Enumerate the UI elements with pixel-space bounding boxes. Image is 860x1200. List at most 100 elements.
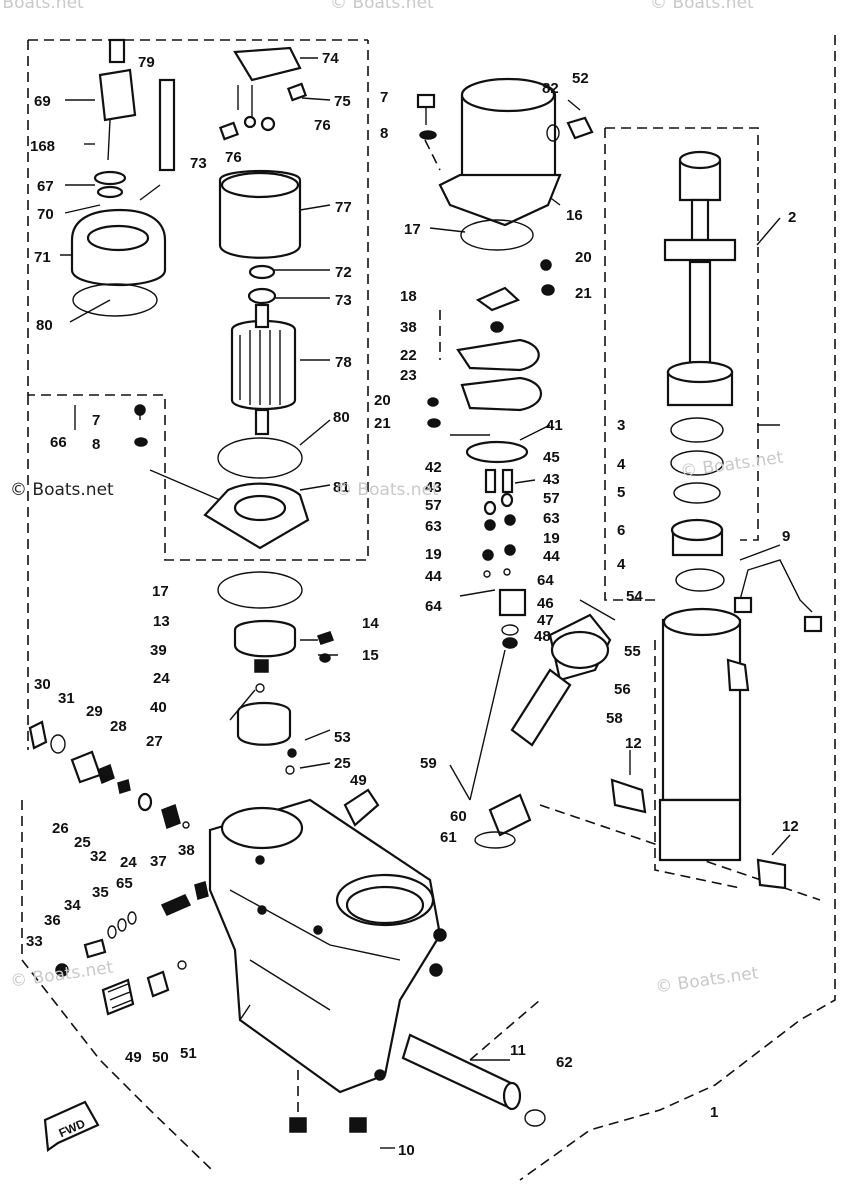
callout: 80 [36, 317, 53, 334]
callout: 23 [400, 367, 417, 384]
callout: 168 [30, 138, 55, 155]
callout: 40 [150, 699, 167, 716]
callout: 45 [543, 449, 560, 466]
callout: 4 [617, 456, 626, 473]
callout: 58 [606, 710, 623, 727]
callout: 56 [614, 681, 631, 698]
callout: 4 [617, 556, 626, 573]
callout: 47 [537, 612, 554, 629]
callout: 14 [362, 615, 379, 632]
callout: 16 [566, 207, 583, 224]
callout: 30 [34, 676, 51, 693]
callout: 61 [440, 829, 457, 846]
callout: 39 [150, 642, 167, 659]
callout: 65 [116, 875, 133, 892]
callout: 18 [400, 288, 417, 305]
callout: 2 [788, 209, 796, 226]
callout: 60 [450, 808, 467, 825]
callout: 19 [543, 530, 560, 547]
watermark: © Boats.net [654, 963, 760, 997]
callout: 72 [335, 264, 352, 281]
callout: 74 [322, 50, 339, 67]
callout: 43 [543, 471, 560, 488]
callout: 13 [153, 613, 170, 630]
callout: 37 [150, 853, 167, 870]
callout: 63 [543, 510, 560, 527]
callout: 20 [575, 249, 592, 266]
callout: 5 [617, 484, 625, 501]
callout: 12 [625, 735, 642, 752]
callout: 82 [542, 80, 559, 97]
callout: 11 [510, 1042, 526, 1059]
callout: 48 [534, 628, 551, 645]
fwd-arrow: FWD [43, 1100, 100, 1152]
callout: 57 [543, 490, 560, 507]
callout: 57 [425, 497, 442, 514]
callout: 76 [225, 149, 242, 166]
callout: 36 [44, 912, 61, 929]
callout: 63 [425, 518, 442, 535]
motor-assembly [70, 38, 310, 550]
callout: 44 [543, 548, 560, 565]
callout: 8 [380, 125, 388, 142]
callout: 12 [782, 818, 799, 835]
callout: 59 [420, 755, 437, 772]
callout: 24 [120, 854, 137, 871]
callout-labels: 79 74 69 75 168 76 73 76 67 70 77 71 72 … [26, 50, 799, 1159]
valve-hardware [28, 720, 209, 1016]
callout: 79 [138, 54, 155, 71]
callout: 17 [404, 221, 421, 238]
callout: 15 [362, 647, 379, 664]
callout: 46 [537, 595, 554, 612]
callout: 52 [572, 70, 589, 87]
callout: 44 [425, 568, 442, 585]
callout: 62 [556, 1054, 573, 1071]
callout: 8 [92, 436, 100, 453]
callout: 69 [34, 93, 51, 110]
callout: 38 [178, 842, 195, 859]
callout: 31 [58, 690, 75, 707]
callout: 71 [34, 249, 51, 266]
callout: 41 [546, 417, 563, 434]
callout: 67 [37, 178, 54, 195]
callout: 10 [398, 1142, 415, 1159]
callout: 35 [92, 884, 109, 901]
callout: 7 [380, 89, 388, 106]
callout: 29 [86, 703, 103, 720]
callout: 7 [92, 412, 100, 429]
callout: 1 [710, 1104, 718, 1121]
callout: 51 [180, 1045, 197, 1062]
callout: 17 [152, 583, 169, 600]
callout: 66 [50, 434, 67, 451]
watermark: © Boats.net [10, 480, 114, 500]
callout: 81 [333, 479, 350, 496]
pump-parts [416, 77, 616, 849]
callout: 22 [400, 347, 417, 364]
callout: 64 [425, 598, 442, 615]
watermark: © Boats.net [330, 0, 434, 13]
callout: 49 [125, 1049, 142, 1066]
callout: 38 [400, 319, 417, 336]
callout: 25 [74, 834, 91, 851]
callout: 21 [374, 415, 391, 432]
callout: 34 [64, 897, 81, 914]
watermark: © Boats.net [650, 0, 754, 13]
callout: 53 [334, 729, 351, 746]
watermark: © Boats.net [679, 448, 785, 482]
callout: 6 [617, 522, 625, 539]
middle-column-parts [217, 571, 380, 827]
callout: 75 [334, 93, 351, 110]
callout: 73 [190, 155, 207, 172]
callout: 27 [146, 733, 163, 750]
callout: 42 [425, 459, 442, 476]
callout: 43 [425, 479, 442, 496]
callout: 3 [617, 417, 625, 434]
callout: 26 [52, 820, 69, 837]
callout: 21 [575, 285, 592, 302]
callout: 28 [110, 718, 127, 735]
cylinder-assembly [610, 150, 823, 890]
callout: 49 [350, 772, 367, 789]
watermark: © Boats.net [0, 0, 84, 13]
callout: 76 [314, 117, 331, 134]
